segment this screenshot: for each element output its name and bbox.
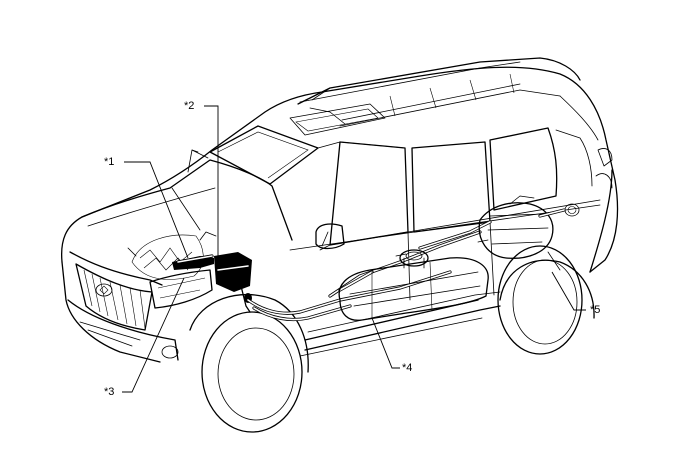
callout-4: *4 xyxy=(402,362,412,374)
fuel-tank-component xyxy=(338,249,489,321)
fuel-filler-component xyxy=(478,195,566,271)
callout-3: *3 xyxy=(104,386,114,398)
fuel-lines xyxy=(246,220,492,322)
fuel-pump-unit-component xyxy=(214,252,252,313)
callout-1: *1 xyxy=(104,156,114,168)
callout-5: *5 xyxy=(590,304,600,316)
leader-lines xyxy=(122,105,586,393)
callout-labels: *1 *2 *3 *4 *5 xyxy=(104,100,600,398)
leader-line-3 xyxy=(122,277,185,393)
leader-line-5 xyxy=(551,271,586,311)
leader-line-2 xyxy=(204,105,219,262)
engine-bay xyxy=(127,231,217,280)
leader-line-1 xyxy=(124,161,189,259)
fuel-rail-component xyxy=(172,254,214,270)
callout-2: *2 xyxy=(184,100,194,112)
leader-line-4 xyxy=(371,317,400,369)
vehicle-body xyxy=(60,57,619,433)
